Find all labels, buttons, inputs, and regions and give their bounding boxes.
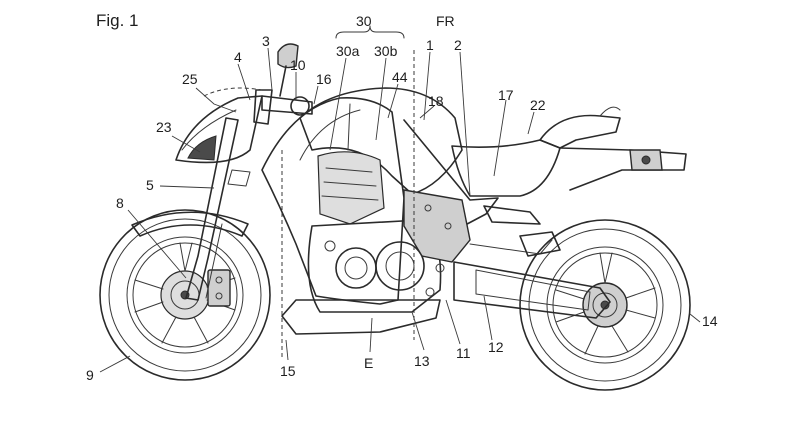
main-frame [403, 119, 499, 263]
label-5: 5 [146, 177, 154, 193]
cowl-boundary [203, 87, 263, 97]
label-11: 11 [456, 345, 471, 361]
label-2: 2 [454, 37, 462, 53]
label-25: 25 [182, 71, 198, 87]
label-18: 18 [428, 93, 444, 109]
label-17: 17 [498, 87, 514, 103]
seat [451, 139, 561, 197]
rear-wheel [519, 219, 691, 391]
under-cowl [281, 299, 441, 335]
label-30a: 30a [336, 43, 360, 59]
label-30: 30 [356, 13, 372, 29]
footrest [483, 205, 541, 225]
label-8: 8 [116, 195, 124, 211]
front-wheel [99, 209, 271, 381]
label-13: 13 [414, 353, 430, 369]
label-14: 14 [702, 313, 718, 329]
label-12: 12 [488, 339, 504, 355]
label-4: 4 [234, 49, 242, 65]
label-e: E [364, 355, 373, 371]
mirror [277, 43, 299, 97]
handlebar [253, 89, 313, 125]
label-9: 9 [86, 367, 94, 383]
label-30b: 30b [374, 43, 398, 59]
label-fr: FR [436, 13, 455, 29]
label-10: 10 [290, 57, 306, 73]
label-23: 23 [156, 119, 172, 135]
swing-arm [453, 231, 611, 319]
label-1: 1 [426, 37, 434, 53]
figure-title: Fig. 1 [96, 11, 139, 30]
label-15: 15 [280, 363, 296, 379]
label-16: 16 [316, 71, 332, 87]
label-3: 3 [262, 33, 270, 49]
front-fork [185, 117, 251, 301]
leader-lines [99, 47, 701, 373]
tail-section [539, 106, 687, 191]
label-30-brace [335, 25, 405, 39]
label-22: 22 [530, 97, 546, 113]
front-fender [131, 211, 249, 237]
label-44: 44 [392, 69, 408, 85]
headlight-cowl [175, 95, 263, 164]
